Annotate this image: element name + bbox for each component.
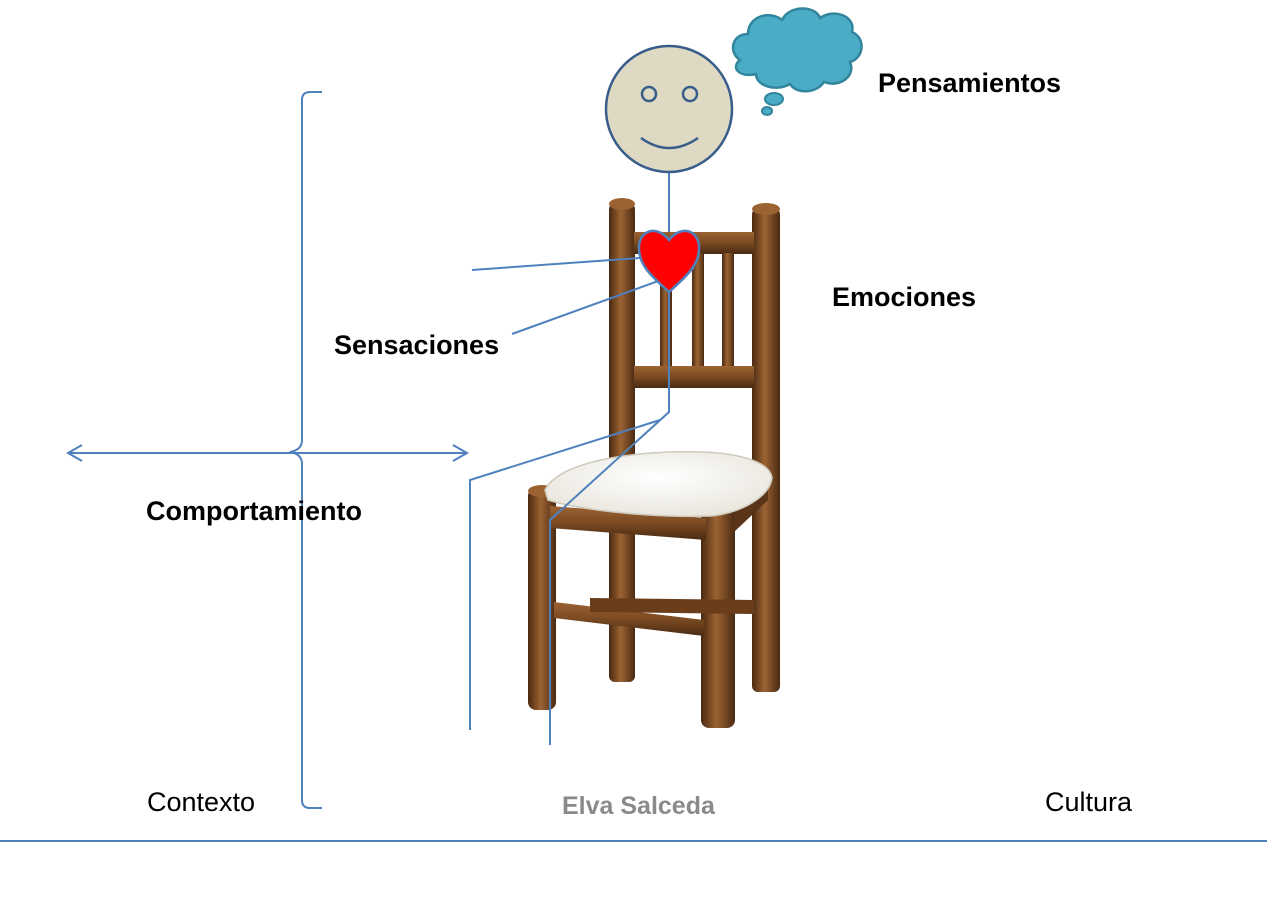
sensation-pointer-line	[471, 257, 641, 271]
behavior-label: Comportamiento	[146, 496, 362, 526]
heart-icon	[637, 229, 701, 294]
thought-cloud-icon	[731, 7, 863, 116]
left-bracket	[289, 91, 322, 809]
thoughts-label: Pensamientos	[878, 68, 1062, 98]
smiley-face-icon	[604, 44, 734, 174]
sensations-label: Sensaciones	[334, 330, 500, 360]
body-line	[549, 290, 670, 745]
author-label: Elva Salceda	[562, 792, 715, 820]
leg-line	[469, 419, 661, 730]
connector-lines	[0, 91, 1267, 842]
emotions-label: Emociones	[832, 282, 977, 312]
context-label: Contexto	[147, 787, 256, 817]
culture-label: Cultura	[1045, 787, 1133, 817]
